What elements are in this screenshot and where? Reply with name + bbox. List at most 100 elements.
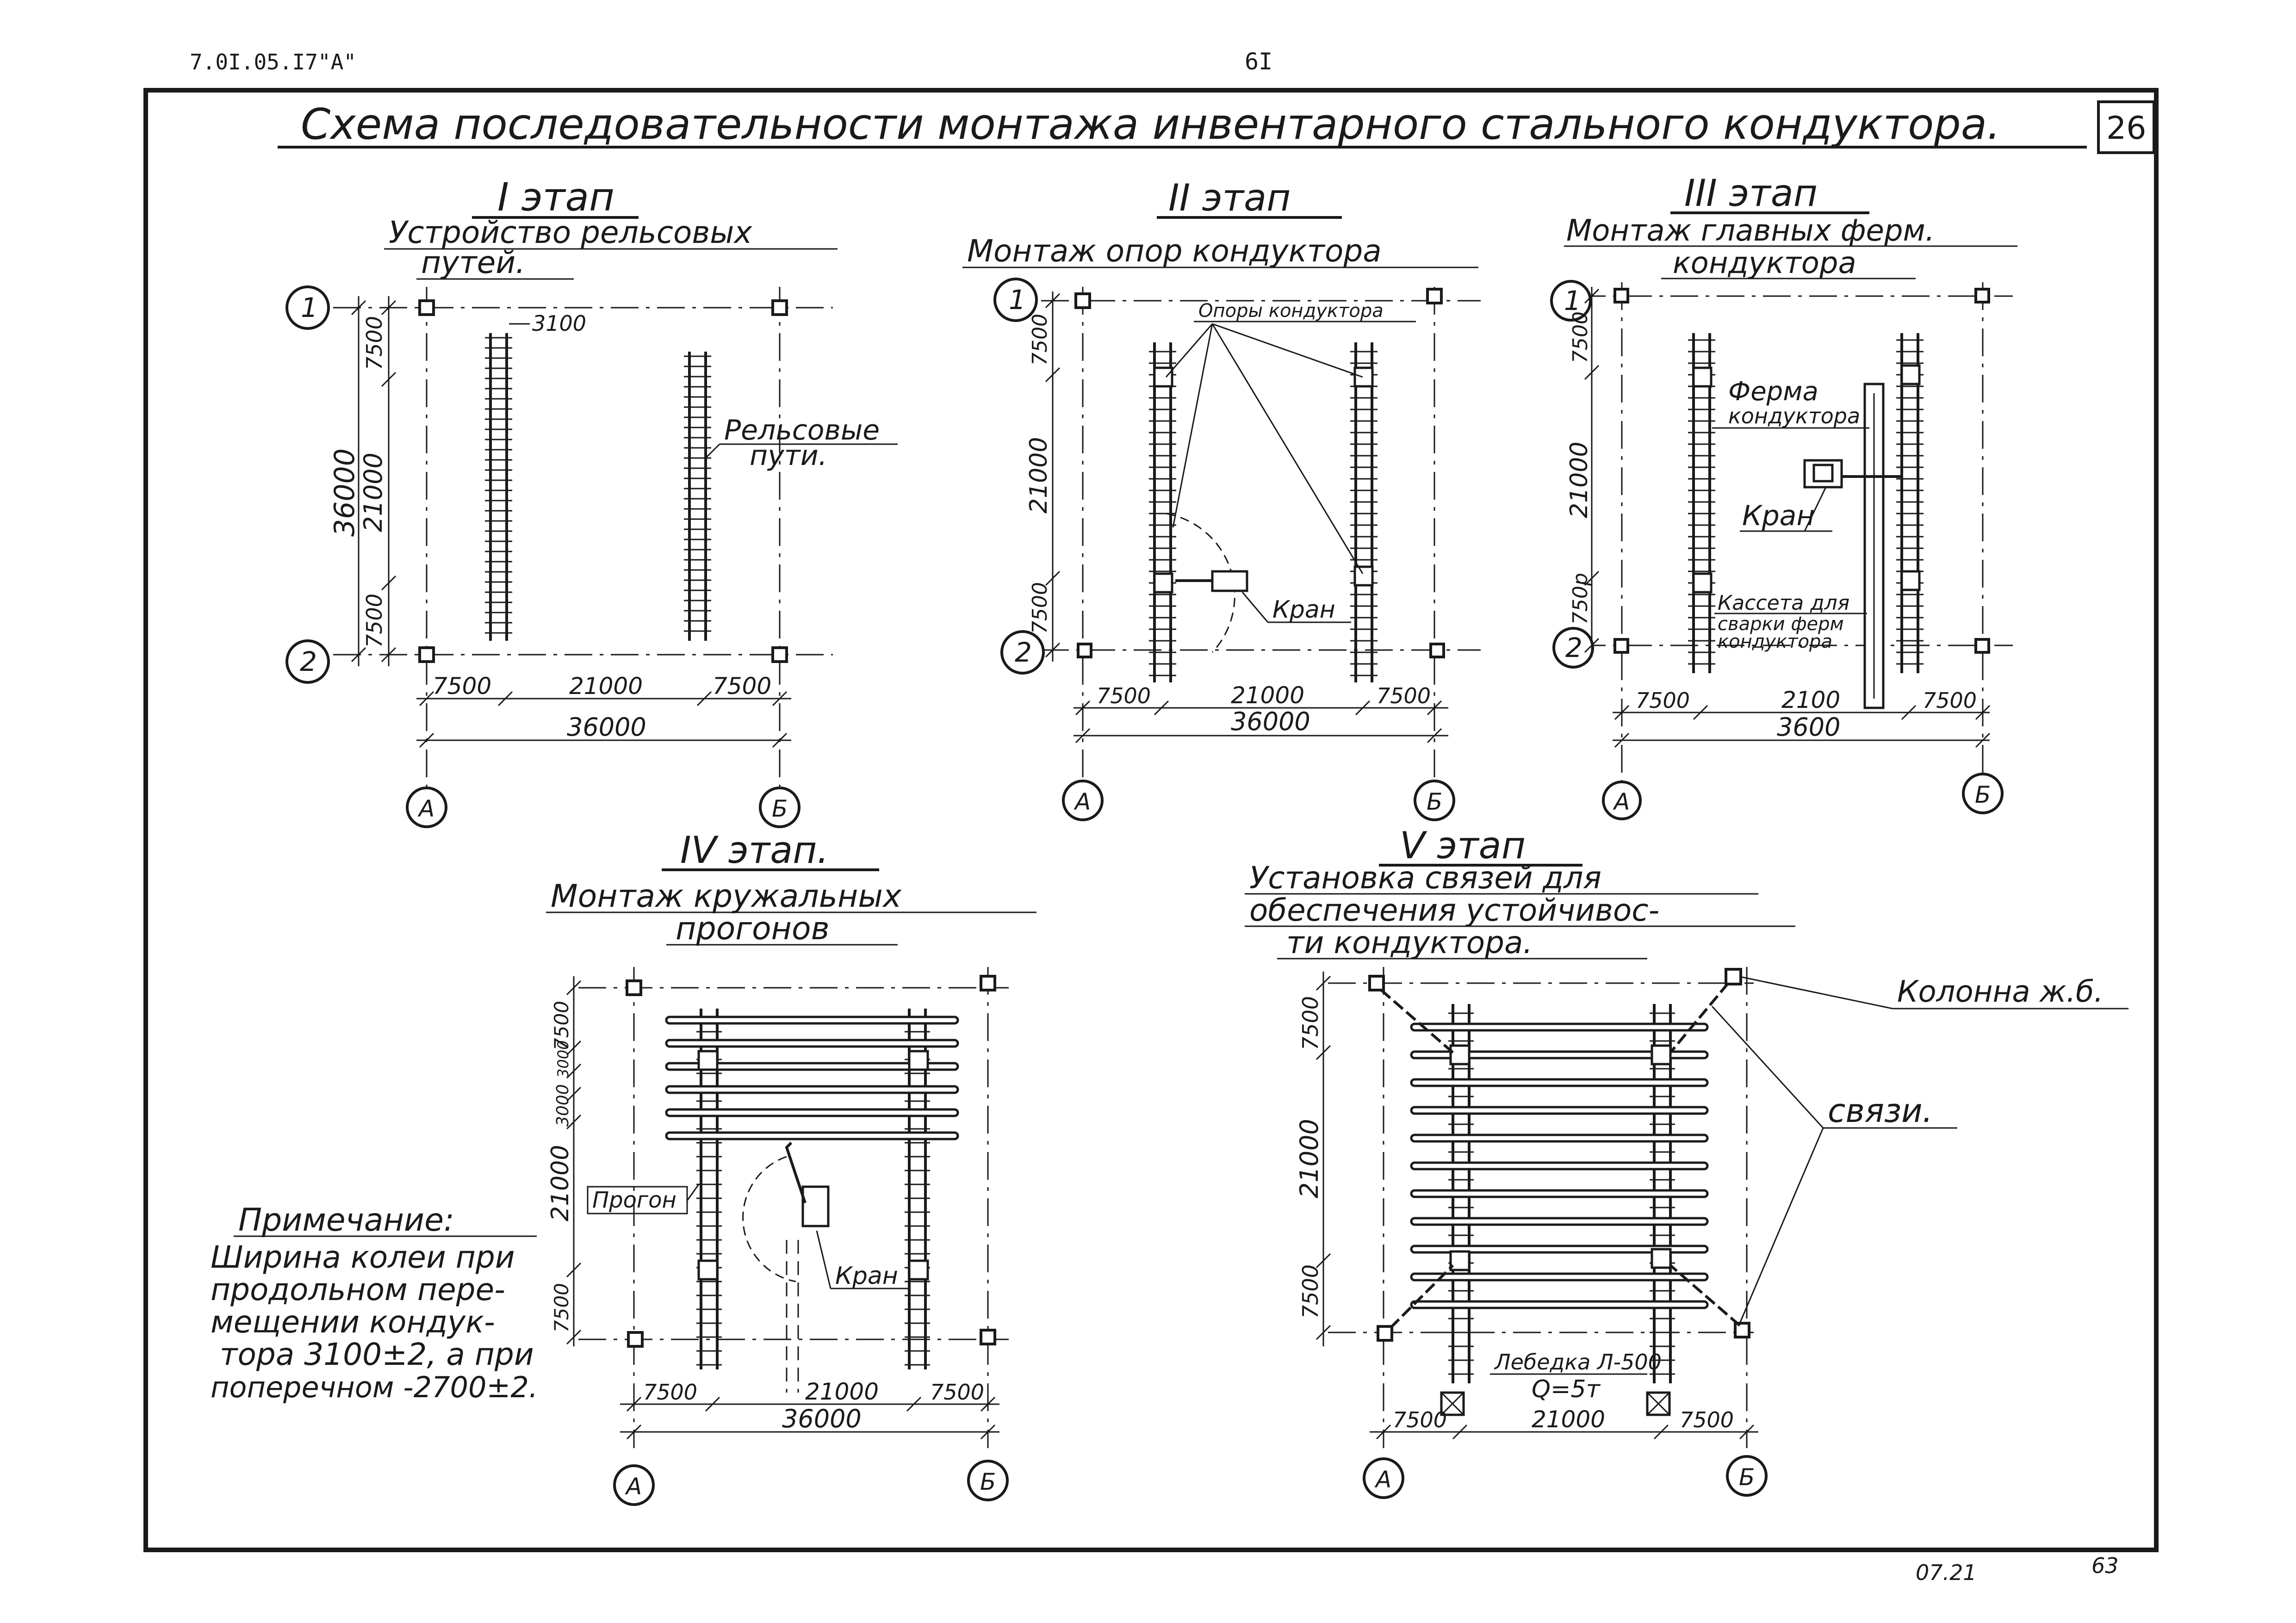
stage-4-title: IV этап. (680, 829, 829, 872)
stage-3-dim-v-3: 750р (1569, 573, 1592, 625)
stage-1-dim-h-total: 36000 (567, 712, 646, 742)
stage-2-axis-bubble-a (1062, 780, 1104, 821)
stage-3-dim-h-3: 7500 (1923, 688, 1977, 713)
stage-2-support-b1 (1353, 366, 1374, 388)
stage-3-cassette-label-2: сварки ферм (1718, 613, 1844, 635)
sheet-number-box (2097, 100, 2155, 154)
stage-5-purlin-3 (1410, 1078, 1709, 1087)
stage-3-column-b2 (1974, 638, 1990, 654)
stage-4-dim-v-5: 7500 (550, 1283, 573, 1332)
stage-5-column-b2 (1734, 1322, 1750, 1338)
stage-1-axis-bubble-2 (285, 639, 330, 684)
stage-1-dim-h-1: 7500 (433, 673, 491, 700)
stage-5-column-leader (1742, 976, 1893, 1010)
stage-2-diagram: II этап Монтаж опор кондуктора Опоры кон… (962, 176, 1481, 821)
stage-3-dim-h-ticks (1614, 705, 1991, 748)
stage-2-column-a1 (1074, 292, 1091, 309)
stage-1-rail-left (485, 333, 512, 641)
stage-3-support-a1 (1692, 366, 1713, 388)
stage-4-axis-label-b: Б (980, 1468, 996, 1495)
stage-2-dim-h-1: 7500 (1097, 683, 1151, 708)
stage-4-dim-h-2: 21000 (805, 1378, 879, 1405)
stage-1-dim-h-ticks (419, 691, 788, 748)
stage-2-subtitle: Монтаж опор кондуктора (967, 233, 1382, 269)
sheet-title: Схема последовательности монтажа инвента… (301, 99, 2000, 149)
stage-1-subtitle-1: Устройство рельсовых (389, 215, 752, 250)
stage-3-support-a2 (1692, 572, 1713, 594)
stage-2-column-b1 (1426, 288, 1443, 304)
stage-1-axis-label-a: А (417, 795, 434, 822)
stage-5-column-a2 (1377, 1325, 1393, 1342)
stage-3-axis-bubble-a (1602, 781, 1642, 820)
stage-5-axis-bubble-a (1363, 1457, 1404, 1499)
stage-2-axis-label-2: 2 (1015, 637, 1032, 668)
stage-5-bracing-ties (1380, 982, 1741, 1329)
stage-5-purlin-5 (1410, 1134, 1709, 1143)
stage-4-purlin-5 (665, 1108, 959, 1117)
stage-3-column-a2 (1613, 638, 1629, 654)
stage-1-axis-label-1: 1 (301, 292, 318, 323)
stage-5-purlin-10 (1410, 1272, 1709, 1282)
stage-5-diagram: V этап Установка связей для обеспечения … (1245, 824, 2128, 1499)
stage-4-purlin-label: Прогон (592, 1187, 676, 1213)
stage-4-dim-v-1: 7500 (550, 1001, 573, 1050)
footer-date: 07.21 (1916, 1560, 1977, 1585)
stage-4-crane-swing-arc (742, 1156, 796, 1282)
stage-3-rail-right (1896, 333, 1924, 673)
stage-3-rail-left (1688, 333, 1715, 673)
stage-3-column-b1 (1974, 288, 1990, 304)
stage-1-rails-label-1: Рельсовые (724, 414, 880, 446)
stage-3-crane-leader (1804, 488, 1826, 532)
stage-5-purlin-9 (1410, 1245, 1709, 1254)
stage-4-crane-body (801, 1185, 830, 1227)
stage-3-diagram: III этап Монтаж главных ферм. кондуктора (1550, 172, 2017, 820)
stage-4-purlin-4 (665, 1085, 959, 1094)
stage-2-support-a1 (1153, 366, 1173, 388)
stage-5-winch-right-cross (1646, 1392, 1670, 1416)
stage-3-axis-label-1: 1 (1564, 285, 1581, 316)
stage-1-rails-label-2: пути. (750, 440, 827, 472)
stage-2-supports-label: Опоры кондуктора (1198, 300, 1384, 322)
stage-4-axis-bubble-a (613, 1464, 655, 1506)
stage-5-purlin-8 (1410, 1217, 1709, 1226)
stage-5-dim-v-2: 21000 (1295, 1119, 1324, 1198)
stage-2-column-b2 (1429, 643, 1445, 658)
stage-4-support-a2 (697, 1259, 719, 1281)
stage-1-dim-h-2: 21000 (569, 673, 643, 700)
stage-2-dim-h-3: 7500 (1377, 683, 1431, 708)
stage-1-dim-v-3: 7500 (362, 594, 387, 648)
stage-4-dim-v-2: 3000 (554, 1041, 572, 1078)
stage-5-winch-label-2: Q=5т (1532, 1375, 1601, 1403)
stage-3-dim-v-1: 7500 (1569, 311, 1592, 363)
stage-3-axis-bubble-1 (1550, 280, 1592, 322)
stage-1-title: I этап (497, 174, 614, 220)
stage-5-bracing-leaders (1711, 1005, 1824, 1324)
stage-2-axis-label-1: 1 (1009, 284, 1026, 316)
stage-2-rail-right (1350, 342, 1378, 682)
stage-2-axis-bubble-2 (1000, 630, 1045, 675)
stage-1-dim-v-ticks (351, 300, 397, 663)
stage-3-title: III этап (1684, 172, 1818, 215)
stage-3-axis-bubble-2 (1552, 627, 1594, 669)
stage-3-crane-cab (1812, 464, 1834, 483)
stage-2-rail-left (1149, 342, 1176, 682)
stage-2-support-a2 (1153, 572, 1173, 594)
stage-4-column-a2 (627, 1331, 644, 1348)
note-block: Примечание: Ширина колеи при продольном … (211, 1202, 538, 1404)
stage-5-axis-bubble-b (1726, 1455, 1768, 1497)
stage-3-subtitle-1: Монтаж главных ферм. (1566, 214, 1935, 248)
stage-4-crane-leader (816, 1230, 832, 1289)
stage-3-axis-bubble-b (1962, 773, 2004, 814)
stage-3-axis-label-b: Б (1975, 781, 1991, 808)
stage-5-column-a1 (1368, 975, 1385, 991)
stage-2-crane-leader (1241, 592, 1269, 623)
stage-5-support-b2 (1651, 1248, 1672, 1269)
stage-5-purlin-2 (1410, 1050, 1709, 1059)
stage-3-subtitle-2: кондуктора (1673, 246, 1856, 280)
stage-5-purlin-7 (1410, 1189, 1709, 1198)
stage-3-truss-label-2: кондуктора (1728, 403, 1860, 428)
stage-5-title: V этап (1400, 824, 1526, 867)
stage-5-purlin-6 (1410, 1161, 1709, 1171)
stage-4-support-b1 (908, 1050, 929, 1071)
